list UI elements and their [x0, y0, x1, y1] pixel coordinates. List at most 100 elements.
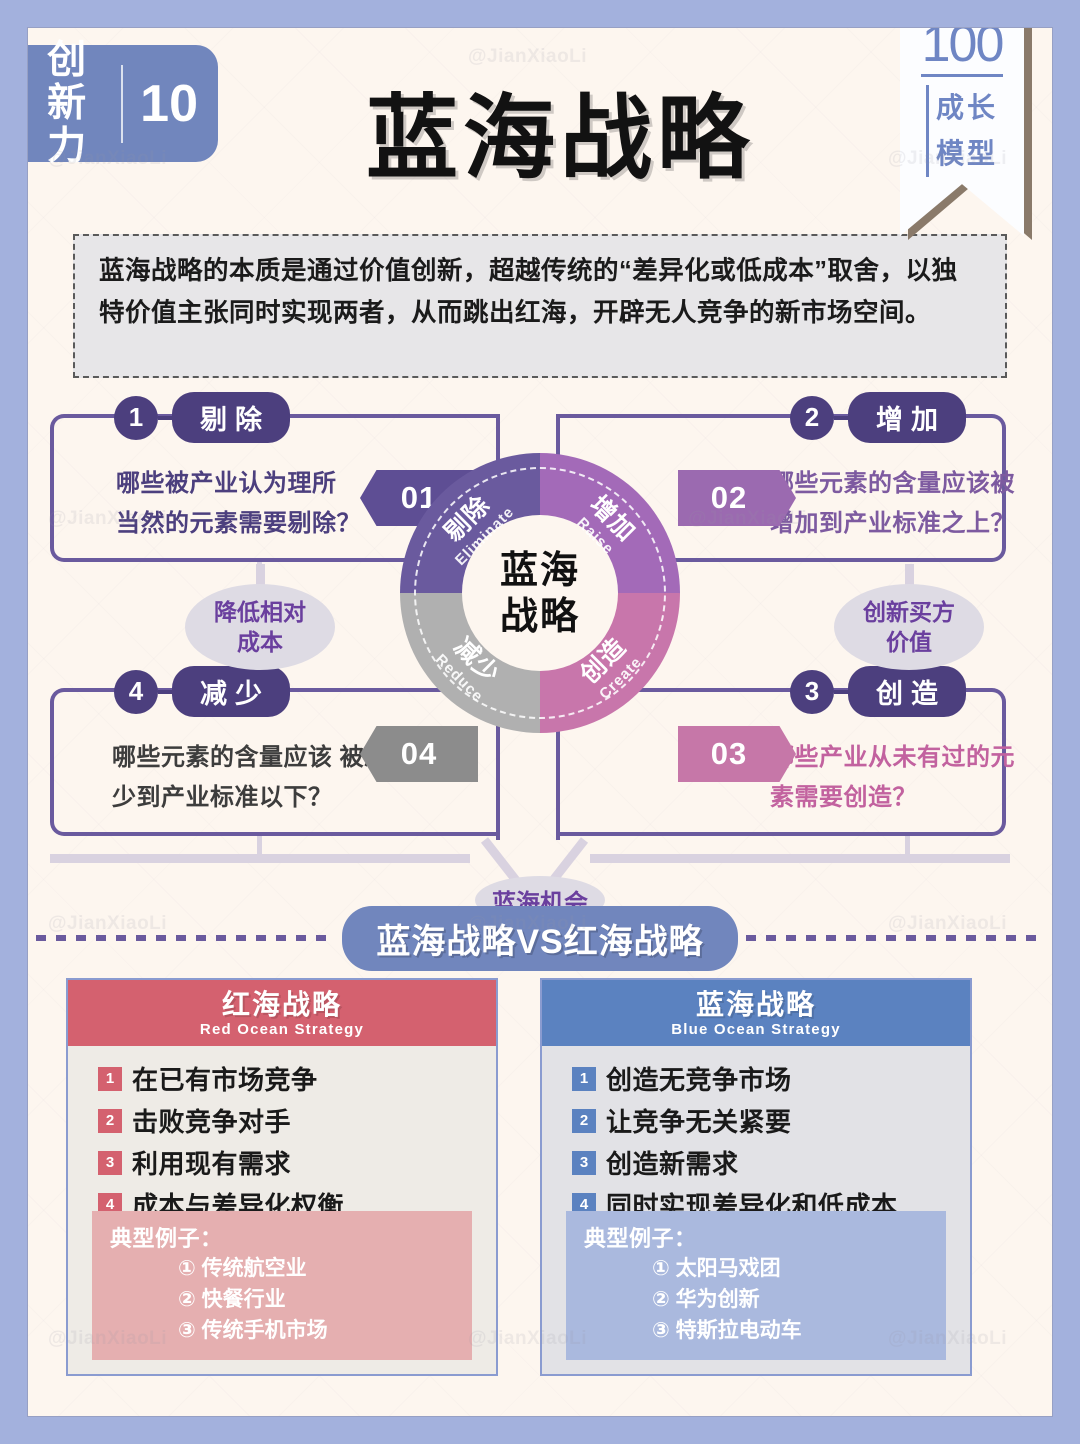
example-item: ① 传统航空业 — [178, 1257, 307, 1280]
red-ocean-header: 红海战略 Red Ocean Strategy — [68, 980, 496, 1046]
corner-ribbon: 100 成长 模型 — [900, 28, 1032, 240]
quadrant-question-2-line2: 增加到产业标准之上？ — [770, 510, 1015, 537]
item-label: 让竞争无关紧要 — [606, 1107, 792, 1137]
example-item: ③ 传统手机市场 — [178, 1319, 328, 1342]
connector-stub-bottom-right — [905, 836, 910, 858]
blue-ocean-card: 蓝海战略 Blue Ocean Strategy 1 创造无竞争市场 2 让竞争无关… — [540, 978, 972, 1376]
ribbon-text-line2: 模型 — [935, 138, 998, 169]
ribbon-rule — [921, 74, 1003, 77]
quadrant-question-1: 哪些被产业认为理所 当然的元素需要剔除？ — [116, 464, 366, 544]
ribbon-vertical-line — [925, 85, 929, 177]
item-number: 3 — [572, 1150, 596, 1175]
four-actions-diagram: 1 剔除 2 增加 3 创造 4 减少 哪些被产业认为理所 当然的元素 — [28, 388, 1052, 924]
comparison-section-title: 蓝海战略VS红海战略 — [28, 905, 1052, 971]
example-item: ② 快餐行业 — [178, 1288, 286, 1311]
comparison-cards: 红海战略 Red Ocean Strategy 1 在已有市场竞争 2 击败竞争对手… — [28, 978, 1052, 1378]
quadrant-question-4: 哪些元素的含量应该 被减少到产业标准以下？ — [112, 738, 392, 818]
blue-ocean-title-cn: 蓝海战略 — [695, 988, 816, 1020]
quadrant-question-3-line1: 哪些产业从未有过的元 — [770, 744, 1015, 771]
quadrant-question-4-line2: 被减少到产业标准以下？ — [112, 744, 388, 811]
donut-chart: 剔除 Eliminate 增加 Raise 创造 Create 减少 Reduc… — [400, 453, 680, 733]
quadrant-tag-4: 4 减少 — [114, 666, 290, 717]
example-item: ③ 特斯拉电动车 — [652, 1319, 802, 1342]
tag-connector-3 — [834, 689, 848, 694]
list-item: 2 击败竞争对手 — [98, 1102, 496, 1139]
quadrant-chip-2: 02 — [678, 470, 796, 526]
example-item: ② 华为创新 — [652, 1288, 760, 1311]
dotted-rule-right — [745, 935, 1045, 941]
example-item: ① 太阳马戏团 — [652, 1257, 781, 1280]
quadrant-index-1: 1 — [114, 395, 158, 440]
blue-ocean-title-en: Blue Ocean Strategy — [671, 1020, 841, 1038]
infographic-card: 创新 力 10 蓝海战略 100 成长 模型 蓝海战略的 — [28, 28, 1052, 1416]
item-label: 创造无竞争市场 — [606, 1065, 792, 1095]
item-number: 3 — [98, 1150, 122, 1175]
red-ocean-title-en: Red Ocean Strategy — [199, 1020, 365, 1038]
donut-dashed-circle — [414, 467, 666, 719]
ribbon-text: 成长 模型 — [936, 85, 998, 177]
list-item: 3 创造新需求 — [572, 1144, 970, 1181]
ellipse-label-right: 创新买方 价值 — [834, 584, 984, 670]
quadrant-question-3: 哪些产业从未有过的元 素需要创造？ — [770, 738, 1022, 818]
item-number: 2 — [572, 1108, 596, 1133]
connector-stub-bottom-left — [257, 836, 262, 858]
quadrant-index-3: 3 — [790, 669, 834, 714]
ellipse-left-line1: 降低相对 — [214, 599, 306, 625]
item-number: 2 — [98, 1108, 122, 1133]
quadrant-name-2: 增加 — [848, 392, 966, 443]
ellipse-right-line2: 价值 — [886, 629, 932, 655]
red-ocean-examples: 典型例子： ① 传统航空业 ② 快餐行业 ③ 传统手机市场 — [92, 1211, 472, 1360]
badge-label-line2: 力 — [47, 125, 88, 168]
ellipse-left-line2: 成本 — [237, 629, 283, 655]
quadrant-question-4-line1: 哪些元素的含量应该 — [112, 744, 333, 771]
examples-title: 典型例子： — [110, 1226, 223, 1251]
item-number: 1 — [572, 1066, 596, 1091]
quadrant-tag-3: 3 创造 — [790, 666, 966, 717]
ribbon-subtitle: 成长 模型 — [925, 85, 998, 177]
ribbon-body: 100 成长 模型 — [900, 28, 1024, 236]
quadrant-index-4: 4 — [114, 669, 158, 714]
page-title: 蓝海战略 — [365, 84, 754, 192]
quadrant-question-1-line2: 当然的元素需要剔除？ — [116, 510, 361, 537]
red-ocean-card: 红海战略 Red Ocean Strategy 1 在已有市场竞争 2 击败竞争对手… — [66, 978, 498, 1376]
list-item: 1 在已有市场竞争 — [98, 1060, 496, 1097]
tag-connector-2 — [834, 415, 848, 420]
list-item: 3 利用现有需求 — [98, 1144, 496, 1181]
quadrant-tag-1: 1 剔除 — [114, 392, 290, 443]
item-label: 创造新需求 — [606, 1149, 739, 1179]
quadrant-frame-3 — [556, 688, 1006, 840]
quadrant-name-4: 减少 — [172, 666, 290, 717]
badge-label: 创新 力 — [28, 39, 104, 168]
badge-label-line1: 创新 — [47, 39, 88, 125]
tag-connector-1 — [158, 415, 172, 420]
red-ocean-title-cn: 红海战略 — [221, 988, 342, 1020]
donut-center-label: 蓝海 战略 — [462, 515, 618, 671]
quadrant-name-3: 创造 — [848, 666, 966, 717]
quadrant-index-2: 2 — [790, 395, 834, 440]
list-item: 2 让竞争无关紧要 — [572, 1102, 970, 1139]
badge-number: 10 — [140, 74, 198, 133]
examples-title: 典型例子： — [584, 1226, 697, 1251]
blue-ocean-header: 蓝海战略 Blue Ocean Strategy — [542, 980, 970, 1046]
blue-ocean-examples: 典型例子： ① 太阳马戏团 ② 华为创新 ③ 特斯拉电动车 — [566, 1211, 946, 1360]
quadrant-chip-3: 03 — [678, 726, 796, 782]
donut-center-line2: 战略 — [499, 593, 580, 638]
ribbon-number: 100 — [921, 28, 1005, 73]
connector-line-bottom-left — [50, 854, 470, 863]
quadrant-chip-4: 04 — [360, 726, 478, 782]
item-number: 1 — [98, 1066, 122, 1091]
item-label: 击败竞争对手 — [132, 1107, 292, 1137]
quadrant-name-1: 剔除 — [172, 392, 290, 443]
list-item: 1 创造无竞争市场 — [572, 1060, 970, 1097]
item-label: 在已有市场竞争 — [132, 1065, 318, 1095]
donut-center-line1: 蓝海 — [499, 547, 580, 592]
quadrant-tag-2: 2 增加 — [790, 392, 966, 443]
badge-divider — [121, 64, 124, 143]
category-badge: 创新 力 10 — [28, 39, 218, 168]
item-label: 利用现有需求 — [132, 1149, 292, 1179]
tag-connector-4 — [158, 689, 172, 694]
intro-text: 蓝海战略的本质是通过价值创新，超越传统的“差异化或低成本”取舍，以独特价值主张同… — [73, 234, 1007, 378]
ellipse-label-left: 降低相对 成本 — [185, 584, 335, 670]
quadrant-question-3-line2: 素需要创造？ — [770, 784, 917, 811]
